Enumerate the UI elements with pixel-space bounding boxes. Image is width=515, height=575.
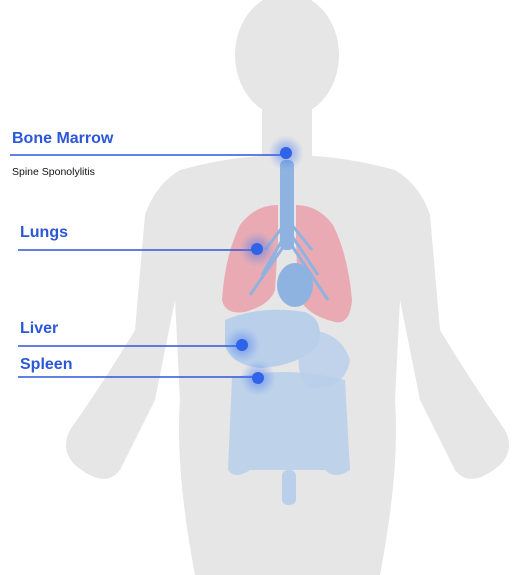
bone-marrow-sublabel: Spine Sponolylitis <box>12 166 95 178</box>
bone-marrow-label: Bone Marrow <box>12 130 113 148</box>
spleen-label: Spleen <box>20 356 72 374</box>
liver-label: Liver <box>20 320 58 338</box>
lungs-label: Lungs <box>20 224 68 242</box>
